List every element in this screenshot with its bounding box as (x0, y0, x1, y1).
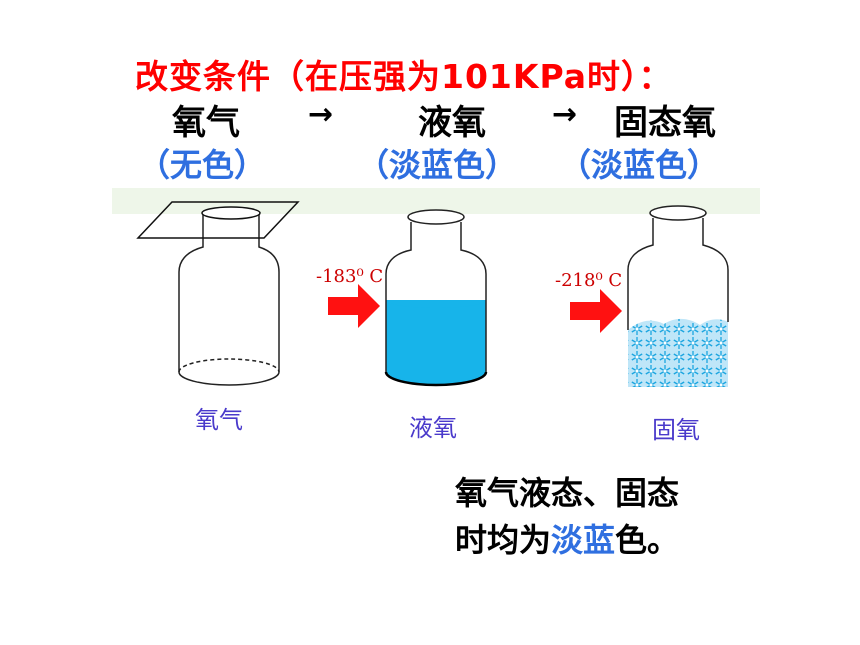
state-gas: 氧气 (172, 103, 240, 143)
page-title: 改变条件（在压强为101KPa时）： (135, 57, 673, 96)
temp-liquid-label: -183⁰ C (316, 266, 384, 287)
conclusion-part2: 时均为 (455, 521, 552, 559)
color-note-gas: （无色） (138, 146, 267, 184)
label-solid: 固氧 (652, 416, 700, 444)
arrow-2-icon (570, 289, 622, 333)
label-liquid: 液氧 (409, 414, 457, 442)
color-note-solid: （淡蓝色） (559, 146, 720, 184)
conclusion-text: 氧气液态、固态 时均为淡蓝色。 (455, 470, 755, 564)
gas-bottle (178, 214, 280, 386)
arrow-1-icon (328, 284, 380, 328)
conclusion-highlight: 淡蓝 (551, 521, 616, 559)
temp-solid-label: -218⁰ C (555, 270, 623, 291)
conclusion-part3: 色。 (615, 521, 680, 559)
liquid-bottle (384, 209, 488, 387)
arrow-gas-to-liquid: → (308, 97, 334, 132)
color-note-liquid: （淡蓝色） (357, 146, 518, 184)
arrow-liquid-to-solid: → (552, 97, 578, 132)
conclusion-line-1: 氧气液态、固态 (455, 474, 680, 512)
state-solid: 固态氧 (614, 103, 716, 143)
state-liquid: 液氧 (418, 103, 486, 143)
solid-bottle (627, 205, 729, 387)
label-gas: 氧气 (195, 406, 243, 434)
conclusion-line-2: 时均为淡蓝色。 (455, 517, 755, 564)
glass-plate (136, 201, 300, 239)
